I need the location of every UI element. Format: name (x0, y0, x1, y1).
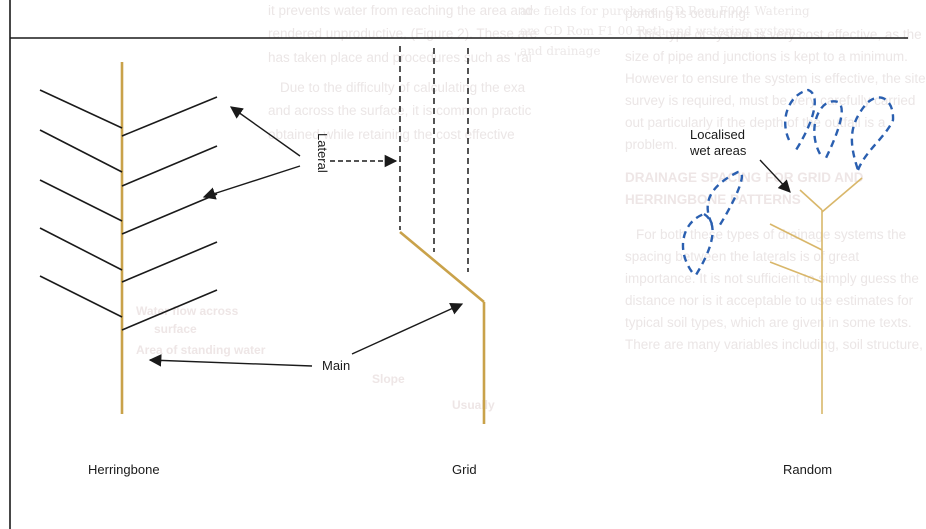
diagram-frame (9, 0, 908, 529)
main-label: Main (322, 358, 351, 373)
ghost-line: survey is required, must be very careful… (625, 93, 916, 108)
ghost-line: Due to the difficulty of calculating the… (280, 80, 526, 95)
grid-laterals (399, 46, 469, 272)
lateral-arrow-left-lower (202, 165, 301, 200)
ghost-heading: DRAINAGE SPACING FOR GRID AND (625, 170, 864, 185)
main-arrow-left (148, 354, 313, 367)
ghost-line: out particularly if the depth of the out… (625, 115, 886, 130)
random-pattern (681, 88, 895, 414)
ghost-line: spacing between the laterals is of great (625, 249, 860, 264)
wet-area-outlines (681, 88, 895, 279)
herringbone-pattern (39, 62, 218, 414)
grid-pattern (399, 46, 486, 424)
ghost-line: However to ensure the system is effectiv… (625, 71, 926, 86)
callout-arrows (148, 106, 791, 367)
ghost-line: ponding is occurring. (625, 6, 750, 21)
ghost-line: typical soil types, which are given in s… (625, 315, 912, 330)
grid-caption: Grid (452, 462, 477, 477)
lateral-label: Lateral (315, 133, 330, 173)
ghost-line: and drainage (520, 44, 601, 58)
ghost-line: importance. It is not sufficient to simp… (625, 271, 919, 286)
wet-areas-label-line2: wet areas (690, 143, 747, 158)
ghost-line: obtained while retaining the cost effect… (268, 127, 515, 142)
herringbone-laterals (39, 89, 218, 331)
ghost-fragment: Area of standing water (136, 343, 266, 357)
ghost-line: are fields for purchase. CD Rom F004 Wat… (520, 4, 810, 18)
ghost-line: it prevents water from reaching the area… (268, 3, 533, 18)
ghost-heading: HERRINGBONE PATTERNS (625, 192, 801, 207)
wet-areas-label-line1: Localised (690, 127, 745, 142)
wet-areas-arrow (759, 159, 791, 193)
random-caption: Random (783, 462, 833, 477)
grid-main-pipe (399, 231, 485, 303)
ghost-line: are CD Rom F1 00 Reth and watering syste… (520, 24, 807, 38)
lateral-arrow-left-upper (229, 106, 301, 157)
ghost-fragment: Water flow across (136, 304, 239, 318)
ghost-line: size of pipe and junctions is kept to a … (625, 49, 908, 64)
ghost-line: problem. (625, 137, 678, 152)
ghost-line: For both these types of drainage systems… (636, 227, 907, 242)
ghost-line: There are many variables including, soil… (625, 337, 923, 352)
ghost-line: distance nor is it acceptable to use est… (625, 293, 914, 308)
ghost-fragment: Slope (372, 372, 405, 386)
herringbone-caption: Herringbone (88, 462, 160, 477)
ghost-fragment: surface (154, 322, 197, 336)
random-pipes (769, 177, 863, 414)
main-arrow-right (351, 302, 464, 355)
